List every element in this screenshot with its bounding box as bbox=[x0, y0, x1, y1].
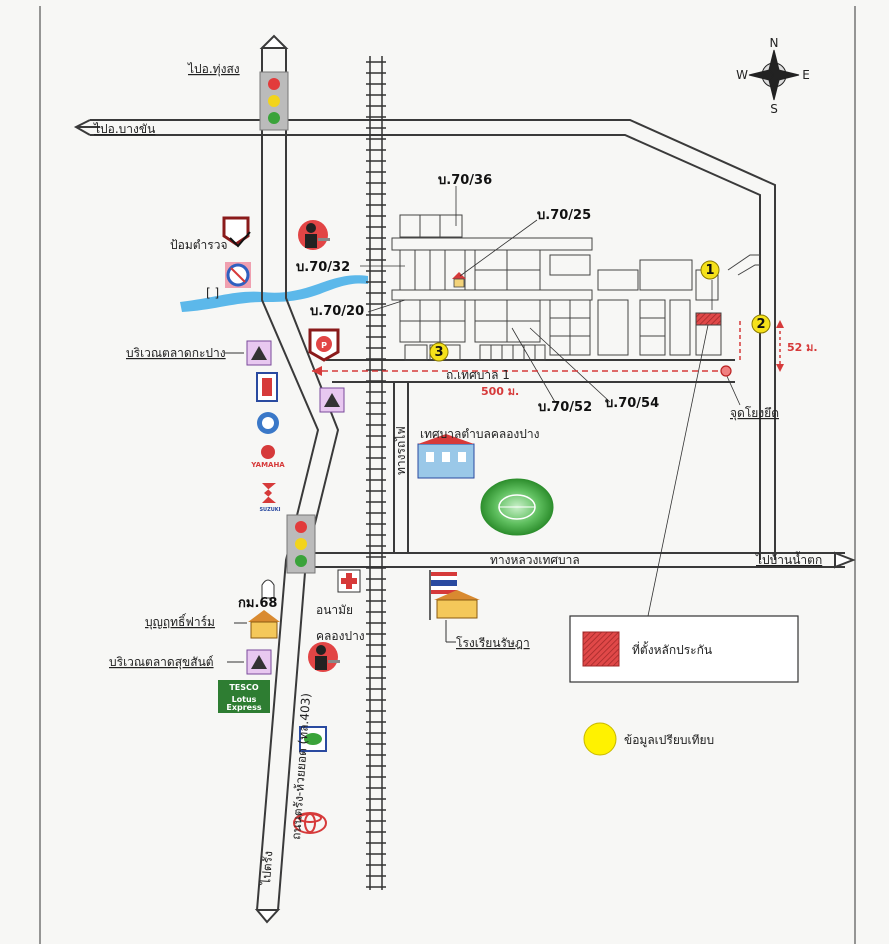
arrow-to-thung-song bbox=[259, 34, 289, 49]
comparison-marker-3: 3 bbox=[429, 342, 449, 362]
label-b70-52: บ.70/52 bbox=[538, 400, 592, 415]
label-to-thung-song: ไปอ.ทุ่งสง bbox=[187, 62, 240, 77]
suzuki-icon: SUZUKI bbox=[259, 483, 281, 513]
house-icon bbox=[452, 272, 466, 288]
svg-text:SUZUKI: SUZUKI bbox=[259, 507, 280, 513]
comparison-marker-1: 1 bbox=[700, 260, 720, 280]
label-school: โรงเรียนรัษฎา bbox=[456, 636, 530, 650]
market-icon-sukhsan bbox=[246, 649, 272, 675]
label-b70-20: บ.70/20 bbox=[310, 304, 364, 319]
gas-station-icon bbox=[299, 726, 327, 752]
compass-n: N bbox=[770, 36, 779, 50]
label-b70-25: บ.70/25 bbox=[537, 208, 591, 223]
legend-comparison-swatch bbox=[583, 722, 617, 756]
label-b70-32: บ.70/32 bbox=[296, 260, 350, 275]
arrow-52m-up bbox=[776, 320, 784, 328]
tesco-lotus-logo: TESCO Lotus Express bbox=[218, 680, 270, 713]
svg-text:2: 2 bbox=[756, 317, 765, 332]
svg-text:1: 1 bbox=[705, 263, 714, 278]
label-municipal-road: ทางหลวงเทศบาล bbox=[490, 553, 580, 567]
legend-collateral-label: ที่ตั้งหลักประกัน bbox=[632, 641, 712, 657]
health-center-icon bbox=[337, 569, 361, 593]
label-to-ban-nam-tok: ไปบ้านน้ำตก bbox=[755, 551, 822, 567]
market-icon-kapang bbox=[246, 340, 272, 366]
label-health-center-1: อนามัย bbox=[316, 603, 353, 617]
label-b70-54: บ.70/54 bbox=[605, 396, 659, 411]
stadium-icon bbox=[480, 478, 554, 536]
label-to-trang: ไปตรัง bbox=[259, 851, 275, 887]
toyota-icon bbox=[293, 812, 327, 834]
km-post-icon bbox=[261, 579, 275, 599]
municipal-road bbox=[305, 552, 845, 568]
label-distance-52: 52 ม. bbox=[787, 341, 818, 354]
restaurant-icon bbox=[298, 220, 330, 250]
svg-text:Lotus: Lotus bbox=[232, 695, 257, 704]
reference-point-marker bbox=[720, 365, 732, 377]
label-market-sukhsan: บริเวณตลาดสุขสันต์ bbox=[109, 655, 214, 670]
school-icon bbox=[429, 570, 480, 620]
arrow-to-trang bbox=[254, 909, 281, 924]
route-arrowhead bbox=[312, 366, 322, 376]
yamaha-icon: YAMAHA bbox=[250, 445, 285, 469]
label-km68: กม.68 bbox=[238, 596, 277, 611]
railway bbox=[366, 56, 386, 890]
highway-403 bbox=[256, 48, 340, 911]
river bbox=[180, 275, 368, 312]
municipality-building-icon bbox=[417, 434, 475, 479]
compass-icon bbox=[748, 49, 800, 101]
restaurant-icon-2 bbox=[308, 642, 340, 672]
compass-w: W bbox=[736, 68, 748, 82]
label-distance-500: 500 ม. bbox=[481, 385, 519, 398]
farm-icon bbox=[248, 610, 280, 639]
svg-text:Express: Express bbox=[226, 703, 261, 712]
label-to-bang-khan: ไปอ.บางขัน bbox=[93, 122, 155, 136]
label-railway: ทางรถไฟ bbox=[394, 426, 408, 475]
road-to-bang-khan bbox=[90, 119, 776, 560]
label-health-center-2: คลองปาง bbox=[316, 629, 365, 643]
svg-text:YAMAHA: YAMAHA bbox=[250, 461, 285, 469]
compass-s: S bbox=[770, 102, 778, 116]
leader-lines bbox=[360, 186, 741, 617]
parking-icon: P bbox=[308, 328, 340, 362]
collateral-plot bbox=[695, 312, 722, 326]
svg-text:3: 3 bbox=[434, 345, 443, 360]
label-municipality: เทศบาลตำบลคลองปาง bbox=[420, 427, 540, 441]
traffic-light-south bbox=[286, 514, 316, 574]
label-soi-1: ถ.เทศบาล 1 bbox=[446, 368, 510, 382]
label-b70-36: บ.70/36 bbox=[438, 173, 492, 188]
label-bracket: [ ] bbox=[206, 286, 219, 300]
bank-icon bbox=[256, 372, 278, 402]
comparison-marker-2: 2 bbox=[751, 314, 771, 334]
svg-text:P: P bbox=[321, 341, 327, 350]
police-box-icon bbox=[222, 216, 251, 248]
traffic-light-north bbox=[259, 71, 289, 131]
distance-route bbox=[312, 318, 781, 372]
svg-text:TESCO: TESCO bbox=[229, 683, 259, 692]
village-blocks bbox=[391, 214, 760, 361]
label-reference-point: จุดโยงยึด bbox=[730, 406, 779, 421]
arrow-to-ban-nam-tok bbox=[834, 551, 856, 569]
compass-e: E bbox=[802, 68, 810, 82]
legend-comparison-label: ข้อมูลเปรียบเทียบ bbox=[624, 733, 714, 748]
label-police-box: ป้อมตำรวจ bbox=[170, 238, 227, 252]
market-icon-2 bbox=[319, 387, 345, 413]
label-farm: บุญฤทธิ์ฟาร์ม bbox=[145, 613, 215, 630]
bank-icon-2 bbox=[257, 412, 279, 434]
arrow-52m-down bbox=[776, 364, 784, 372]
label-market-kapang: บริเวณตลาดกะปาง bbox=[126, 346, 226, 360]
legend-collateral-swatch bbox=[582, 631, 620, 667]
no-parking-icon bbox=[225, 262, 251, 288]
